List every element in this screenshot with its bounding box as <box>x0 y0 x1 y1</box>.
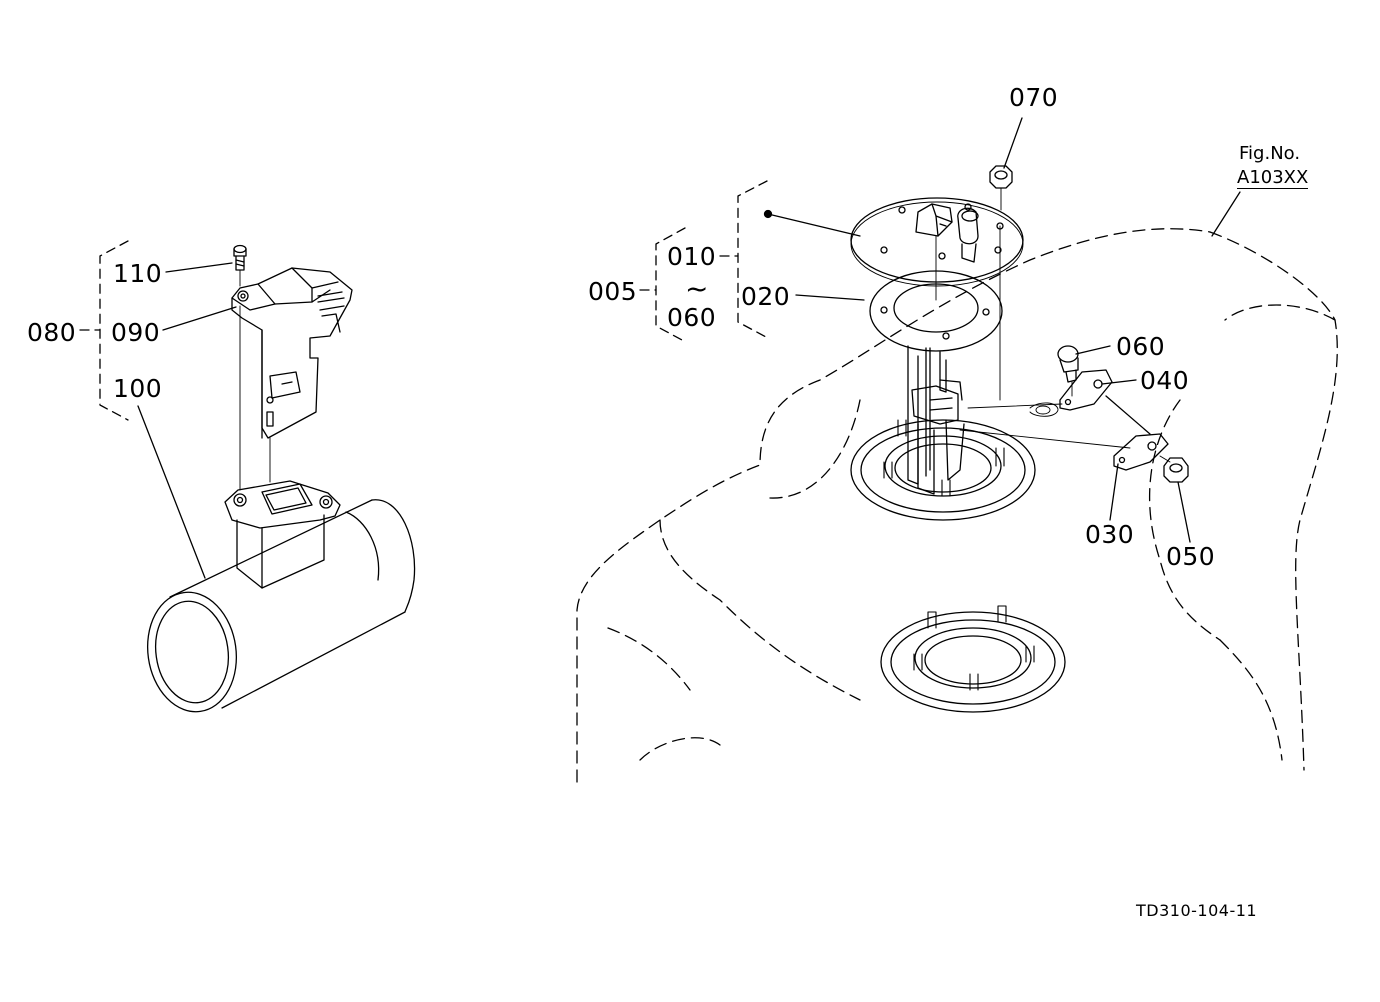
label-060-range: 060 <box>667 303 717 332</box>
label-110: 110 <box>113 259 163 288</box>
stay-030 <box>960 430 1168 470</box>
bracket-005 <box>656 181 767 341</box>
label-060: 060 <box>1116 332 1166 361</box>
figure-label: Fig.No. <box>1239 143 1301 164</box>
label-050: 050 <box>1166 542 1216 571</box>
leader-100 <box>138 406 205 578</box>
drawing-code: TD310-104-11 <box>1136 901 1258 920</box>
leader-020 <box>796 295 864 300</box>
sensor-mount-flange <box>225 481 340 588</box>
label-010: 010 <box>667 242 717 271</box>
leader-110 <box>166 263 232 272</box>
tank-opening-lower <box>881 606 1065 712</box>
fuel-gauge-unit <box>851 198 1023 494</box>
figure-number: A103XX <box>1237 167 1309 189</box>
nut-050 <box>1160 456 1188 482</box>
air-flow-sensor <box>232 268 352 490</box>
fuel-tank <box>577 229 1337 782</box>
air-flow-tube <box>140 500 414 718</box>
leader-070 <box>1004 118 1022 168</box>
label-030: 030 <box>1085 520 1135 549</box>
label-100: 100 <box>113 374 163 403</box>
stay-040 <box>968 370 1150 434</box>
bolt-060 <box>1058 346 1078 396</box>
label-tilde: ~ <box>685 272 709 305</box>
label-040: 040 <box>1140 366 1190 395</box>
leader-090 <box>163 307 236 330</box>
leader-030 <box>1110 464 1118 520</box>
leader-060 <box>1076 346 1110 354</box>
label-090: 090 <box>111 318 161 347</box>
label-080: 080 <box>27 318 77 347</box>
label-005: 005 <box>588 277 638 306</box>
tank-opening-upper <box>851 420 1035 520</box>
leader-040 <box>1102 380 1136 384</box>
gauge-nut-070 <box>990 166 1012 210</box>
sensor-screw <box>234 246 246 287</box>
leader-dot-line <box>768 214 860 236</box>
label-070: 070 <box>1009 83 1059 112</box>
leader-fig <box>1212 192 1240 236</box>
leader-050 <box>1178 482 1190 542</box>
label-020: 020 <box>741 282 791 311</box>
